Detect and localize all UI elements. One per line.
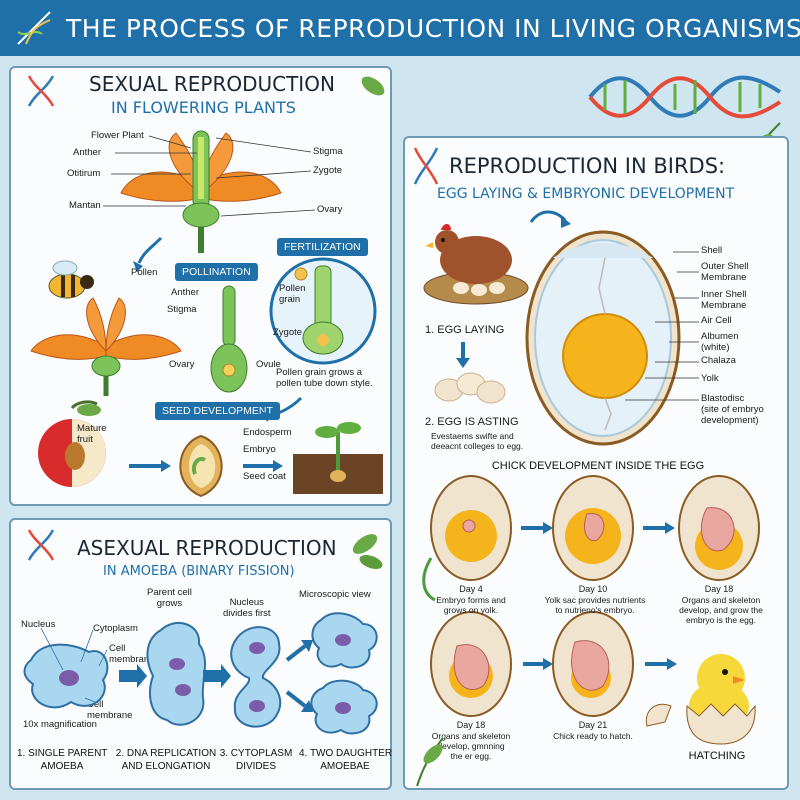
leaf-icon xyxy=(416,737,444,787)
amoeba-step-1: 1. SINGLE PARENT AMOEBA xyxy=(17,748,108,772)
label-cytoplasm: Cytoplasm xyxy=(93,623,138,634)
label-shell: Shell xyxy=(701,245,723,256)
plants-subtitle: IN FLOWERING PLANTS xyxy=(111,98,296,117)
label-nucleus: Nucleus xyxy=(21,619,56,630)
stage-5-desc: Chick ready to hatch. xyxy=(553,731,633,741)
stage-1-day: Day 4 xyxy=(459,584,483,594)
stage-2-desc: Yolk sac provides nutrients to nutrieno'… xyxy=(544,595,646,616)
leaf-icon xyxy=(361,76,385,96)
leaf-icon xyxy=(352,534,383,569)
egg-laying-label: 1. EGG LAYING xyxy=(425,324,505,336)
label-endosperm: Endosperm xyxy=(243,427,292,438)
stage-4-day: Day 18 xyxy=(456,720,486,730)
plants-title: SEXUAL REPRODUCTION xyxy=(89,72,335,96)
label-chalaza: Chalaza xyxy=(701,355,736,366)
label-inner-membrane: Inner Shell Membrane xyxy=(701,289,747,311)
eggs-icon xyxy=(434,372,506,404)
hen-nest-icon xyxy=(423,224,529,305)
stage-3-desc: Organs and skeleton develop, and grow th… xyxy=(679,595,763,626)
amoeba-step-3: 3. CYTOPLASM DIVIDES xyxy=(219,748,293,772)
label-anther-2: Anther xyxy=(171,287,199,298)
label-flower-plant: Flower Plant xyxy=(91,130,144,141)
plants-panel: SEXUAL REPRODUCTION IN FLOWERING PLANTS … xyxy=(9,66,392,506)
flower-diagram xyxy=(120,130,282,253)
dna-icon xyxy=(27,75,55,107)
title-banner: THE PROCESS OF REPRODUCTION IN LIVING OR… xyxy=(0,0,800,56)
pollination-tag: POLLINATION xyxy=(175,263,258,281)
cherry-icon xyxy=(38,400,106,487)
fertilization-magnifier xyxy=(269,257,377,365)
pollinated-flower xyxy=(30,297,182,396)
label-yolk: Yolk xyxy=(701,373,719,384)
amoeba-step-2: 2. DNA REPLICATION AND ELONGATION xyxy=(115,748,217,772)
label-zygote: Zygote xyxy=(313,165,343,176)
seed-arrows xyxy=(129,396,303,472)
seed-cross-section xyxy=(179,434,223,498)
amoeba-subtitle: IN AMOEBA (BINARY FISSION) xyxy=(103,564,295,579)
label-outer-membrane: Outer Shell Membrane xyxy=(701,261,749,283)
chick-development-heading: CHICK DEVELOPMENT INSIDE THE EGG xyxy=(491,460,705,472)
chick-stage-eggs xyxy=(422,475,760,717)
birds-title: REPRODUCTION IN BIRDS: xyxy=(449,154,726,178)
egg-flow-arrows xyxy=(456,210,571,368)
stage-5-day: Day 21 xyxy=(578,720,608,730)
label-microscopic: Microscopic view xyxy=(299,589,371,600)
label-ovary: Ovary xyxy=(317,204,343,215)
fertilization-note: Pollen grain grows a pollen tube down st… xyxy=(276,367,373,389)
egg-asting-note: Evestaems swifte and deeacnt colleges to… xyxy=(431,431,524,451)
fertilization-tag: FERTILIZATION xyxy=(277,238,368,256)
label-embryo: Embryo xyxy=(243,444,276,455)
stage-2-day: Day 10 xyxy=(578,584,608,594)
dna-icon xyxy=(27,529,55,561)
label-otitirum: Otitirum xyxy=(67,168,101,179)
label-air-cell: Air Cell xyxy=(701,315,732,326)
stage-1-desc: Embryo forms and grows on yolk. xyxy=(436,595,506,616)
label-parent-grows: Parent cell grows xyxy=(147,587,192,609)
label-magnification: 10x magnification xyxy=(23,719,97,730)
label-ovary-2: Ovary xyxy=(169,359,195,370)
label-blastodisc: Blastodisc (site of embryo development) xyxy=(701,393,764,426)
dna-icon xyxy=(413,147,439,185)
amoeba-title: ASEXUAL REPRODUCTION xyxy=(77,536,337,560)
amoeba-stages xyxy=(23,612,378,735)
label-albumen: Albumen (white) xyxy=(701,331,739,353)
label-nucleus-divides: Nucleus divides first xyxy=(223,597,271,619)
label-stigma: Stigma xyxy=(313,146,343,157)
egg-asting-label: 2. EGG IS ASTING xyxy=(425,416,519,428)
hatching-label: HATCHING xyxy=(688,750,746,762)
egg-anatomy xyxy=(525,230,681,446)
label-seed-coat: Seed coat xyxy=(243,471,286,482)
label-stigma-2: Stigma xyxy=(167,304,197,315)
label-pollen-grain: Pollen grain xyxy=(279,283,306,305)
stage-4-desc: Organs and skeleton develop, gmnning the… xyxy=(431,731,511,762)
egg-leader-lines xyxy=(625,251,699,401)
label-mature-fruit: Mature fruit xyxy=(77,423,107,445)
stage-3-day: Day 18 xyxy=(704,584,734,594)
seed-development-tag: SEED DEVELOPMENT xyxy=(155,402,280,420)
label-cell-membrane-2: Cell membrane xyxy=(87,699,133,721)
seedling-icon xyxy=(293,422,383,494)
label-leader-lines xyxy=(103,135,316,272)
dna-helix-icon xyxy=(588,75,782,119)
birds-panel: REPRODUCTION IN BIRDS: EGG LAYING & EMBR… xyxy=(403,136,789,790)
label-cell-membrane-1: Cell membrane xyxy=(109,643,155,665)
pistil-diagram xyxy=(210,285,248,393)
label-zygote-2: Zygote xyxy=(273,327,303,338)
bee-icon xyxy=(48,260,94,299)
dna-icon xyxy=(17,11,51,45)
label-ovule: Ovule xyxy=(256,359,281,370)
amoeba-panel: ASEXUAL REPRODUCTION IN AMOEBA (BINARY F… xyxy=(9,518,392,790)
birds-subtitle: EGG LAYING & EMBRYONIC DEVELOPMENT xyxy=(437,186,735,202)
amoeba-step-4: 4. TWO DAUGHTER AMOEBAE xyxy=(299,748,393,772)
page-title: THE PROCESS OF REPRODUCTION IN LIVING OR… xyxy=(66,13,800,43)
hatching-chick-icon xyxy=(645,654,756,745)
label-anther: Anther xyxy=(73,147,101,158)
label-mantan: Mantan xyxy=(69,200,101,211)
label-pollen: Pollen xyxy=(131,267,158,278)
